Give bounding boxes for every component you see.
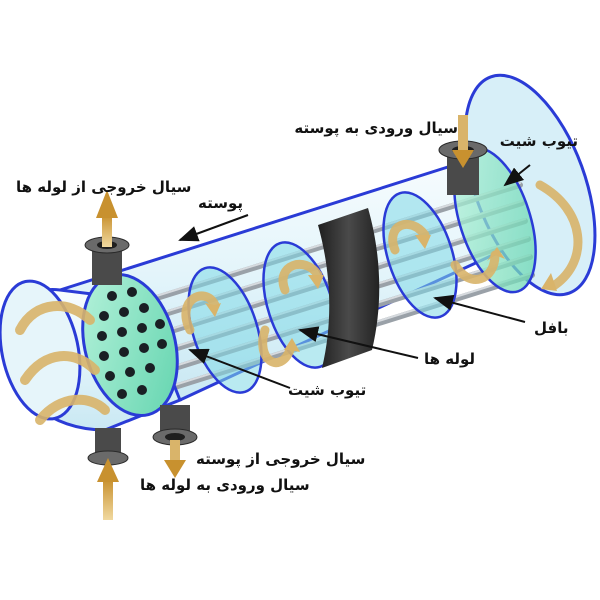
label-tubes: لوله ها	[424, 350, 476, 368]
shell-flow-arrowheads	[205, 235, 557, 352]
shell-inlet-arrow	[452, 115, 474, 168]
label-shell-outlet: سیال خروجی از پوسته	[196, 450, 366, 468]
label-tubesheet-bottom: تیوب شیت	[288, 381, 367, 399]
tube-flow-arrows	[15, 301, 110, 425]
label-shell: پوسته	[198, 194, 244, 212]
label-baffle: بافل	[534, 319, 569, 337]
label-tube-inlet: سیال ورودی به لوله ها	[140, 476, 310, 494]
label-tube-outlet: سیال خروجی از لوله ها	[16, 178, 192, 196]
tube-holes	[97, 287, 167, 399]
shell-outlet-arrow	[164, 440, 186, 478]
label-shell-inlet: سیال ورودی به پوسته	[294, 119, 458, 137]
tube-inlet-arrow	[97, 458, 119, 520]
leader-lines	[178, 164, 531, 389]
support-band	[318, 208, 380, 368]
shell-flow-arrows	[181, 180, 583, 367]
tube-outlet-arrow	[96, 190, 118, 247]
label-tubesheet-top: تیوب شیت	[499, 132, 578, 150]
shell-outlet-nozzle	[152, 405, 198, 446]
